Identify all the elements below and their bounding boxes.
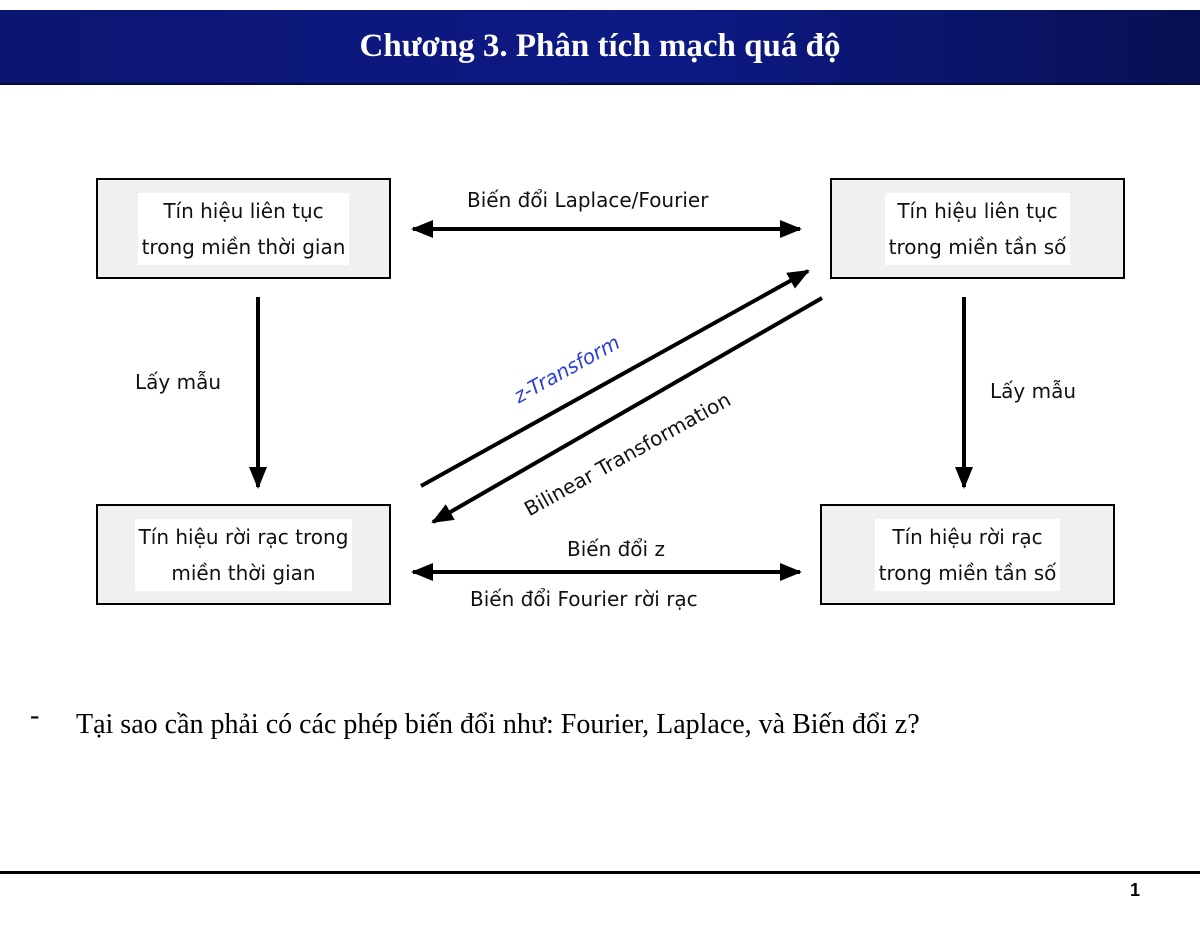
label-laplace-fourier: Biến đổi Laplace/Fourier bbox=[467, 188, 709, 212]
node-ct-time: Tín hiệu liên tục trong miền thời gian bbox=[96, 178, 391, 279]
arrow-z-transform bbox=[420, 269, 810, 488]
node-dt-freq-line2: trong miền tần số bbox=[878, 560, 1057, 585]
node-dt-freq: Tín hiệu rời rạc trong miền tần số bbox=[820, 504, 1115, 605]
label-sampling-right: Lấy mẫu bbox=[990, 379, 1077, 403]
bullet-marker: - bbox=[30, 700, 40, 731]
footer-divider bbox=[0, 871, 1200, 874]
node-dt-freq-line1: Tín hiệu rời rạc bbox=[892, 524, 1043, 549]
slide-title: Chương 3. Phân tích mạch quá độ bbox=[359, 28, 841, 64]
title-bar bbox=[0, 10, 1200, 85]
node-ct-time-line1: Tín hiệu liên tục bbox=[163, 198, 324, 223]
node-dt-time: Tín hiệu rời rạc trong miền thời gian bbox=[96, 504, 391, 605]
label-sampling-left: Lấy mẫu bbox=[135, 370, 222, 394]
node-ct-freq-line2: trong miền tần số bbox=[888, 234, 1067, 259]
node-ct-time-line2: trong miền thời gian bbox=[141, 234, 346, 259]
node-ct-freq: Tín hiệu liên tục trong miền tần số bbox=[830, 178, 1125, 279]
node-ct-freq-line1: Tín hiệu liên tục bbox=[897, 198, 1058, 223]
node-dt-time-line2: miền thời gian bbox=[171, 560, 316, 585]
node-dt-time-line1: Tín hiệu rời rạc trong bbox=[138, 524, 349, 549]
arrow-bilinear bbox=[431, 296, 823, 524]
page-number: 1 bbox=[1130, 880, 1141, 900]
bullet-question: Tại sao cần phải có các phép biến đổi nh… bbox=[76, 709, 920, 740]
label-dft: Biến đổi Fourier rời rạc bbox=[470, 587, 698, 611]
label-z-transform-vn: Biến đổi z bbox=[567, 537, 665, 561]
